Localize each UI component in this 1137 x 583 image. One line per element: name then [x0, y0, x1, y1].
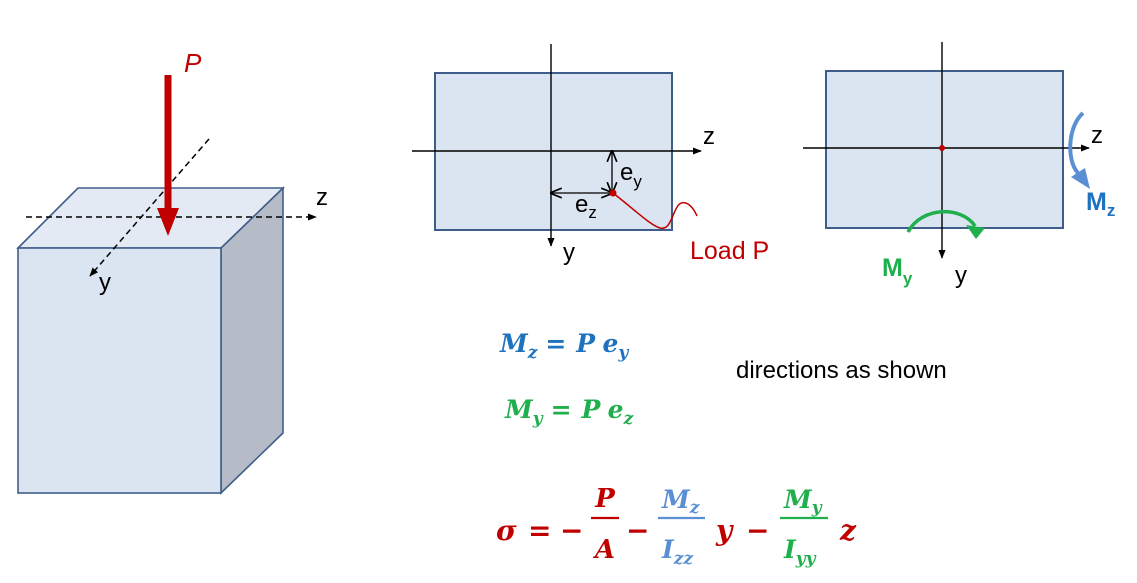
- svg-text:σ: σ: [496, 514, 517, 547]
- section2-y-label: y: [955, 262, 967, 289]
- section1-y-label: y: [563, 239, 575, 266]
- section-eccentricity: z y ey ez Load P: [412, 44, 769, 266]
- fraction-my-over-iyy-den: Iyy: [783, 535, 817, 569]
- block-y-label: y: [99, 269, 111, 296]
- svg-text:−: −: [746, 514, 769, 547]
- load-leader-line: [612, 192, 698, 229]
- section2-center-point: [939, 145, 945, 151]
- ey-label: ey: [620, 159, 642, 191]
- fraction-p-over-a-den: A: [592, 535, 615, 565]
- fraction-mz-over-izz-den: Izz: [661, 535, 693, 569]
- my-moment-arrowhead: [966, 225, 985, 239]
- svg-text:=: =: [528, 514, 551, 547]
- load-point-label: Load P: [690, 237, 769, 265]
- block-y-axis: [89, 138, 210, 277]
- fraction-p-over-a-num: P: [594, 484, 616, 514]
- mz-moment-arrowhead: [1071, 168, 1090, 189]
- mz-moment-arc: [1068, 111, 1085, 175]
- svg-text:−: −: [626, 514, 649, 547]
- section2-z-label: z: [1091, 122, 1103, 149]
- my-moment-arc: [906, 210, 977, 233]
- block-3d: z y P: [16, 48, 328, 495]
- fraction-my-over-iyy-num: My: [783, 485, 823, 518]
- block-front-face: [17, 247, 222, 494]
- load-label: P: [184, 48, 202, 78]
- my-moment-label: My: [882, 254, 913, 288]
- section-moments: z y Mz My: [803, 42, 1115, 289]
- directions-note: directions as shown: [736, 357, 947, 384]
- load-arrow-head: [157, 208, 179, 236]
- section1-z-label: z: [703, 123, 715, 150]
- fraction-mz-over-izz-num: Mz: [661, 485, 700, 518]
- svg-text:z: z: [839, 514, 857, 547]
- equation-sigma: σ = − P A − Mz Izz y − My Iyy z: [496, 484, 857, 569]
- mz-moment-label: Mz: [1086, 188, 1115, 220]
- block-z-label: z: [316, 184, 328, 211]
- ez-label: ez: [575, 191, 597, 222]
- svg-text:y: y: [715, 514, 734, 547]
- svg-text:−: −: [560, 514, 583, 547]
